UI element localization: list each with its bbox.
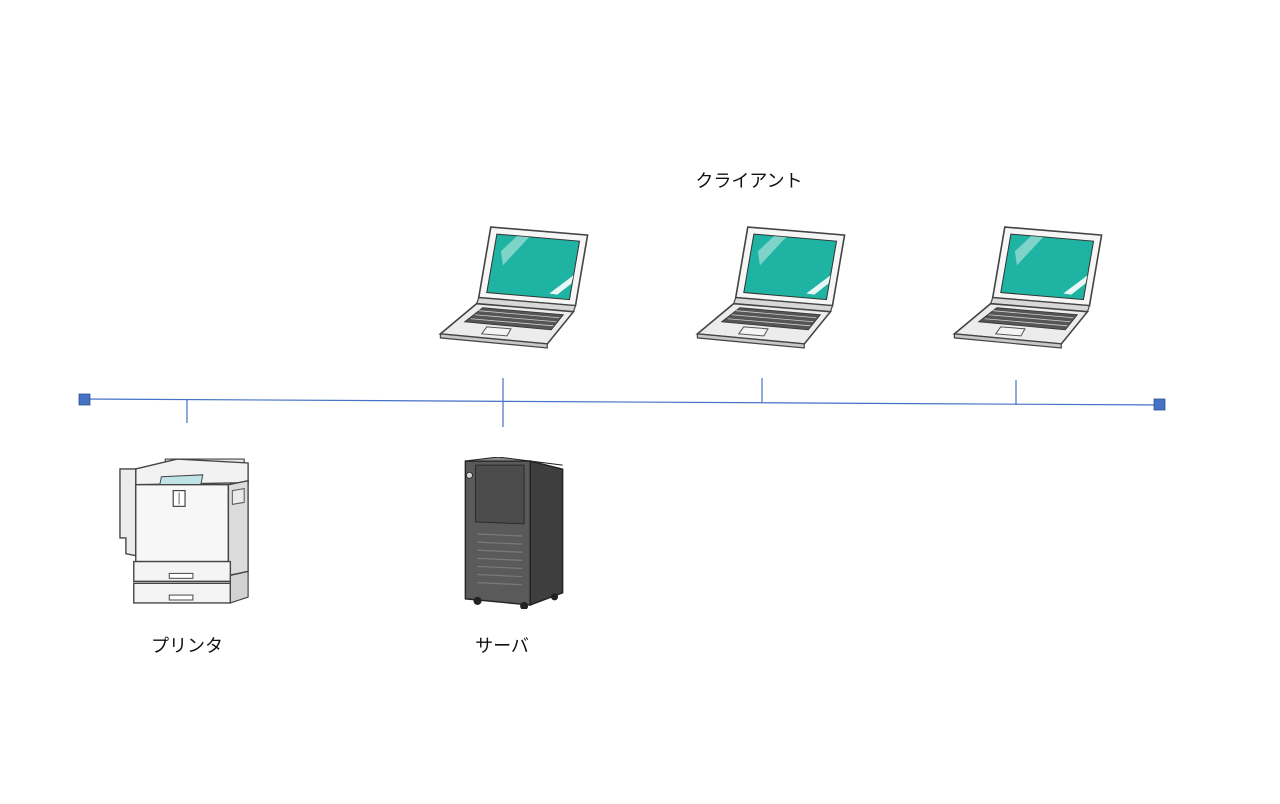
laptop-icon[interactable] (696, 226, 846, 349)
laptop-icon[interactable] (439, 226, 589, 349)
server-tower-icon[interactable] (464, 457, 564, 610)
server-label: サーバ (475, 636, 529, 657)
clients-label: クライアント (695, 171, 803, 192)
printer-label: プリンタ (151, 636, 223, 657)
bus-endpoint-left[interactable] (78, 393, 91, 406)
printer-icon[interactable] (119, 458, 249, 604)
network-bus-line (83, 398, 1161, 406)
bus-endpoint-right[interactable] (1153, 398, 1166, 411)
laptop-icon[interactable] (953, 226, 1103, 349)
